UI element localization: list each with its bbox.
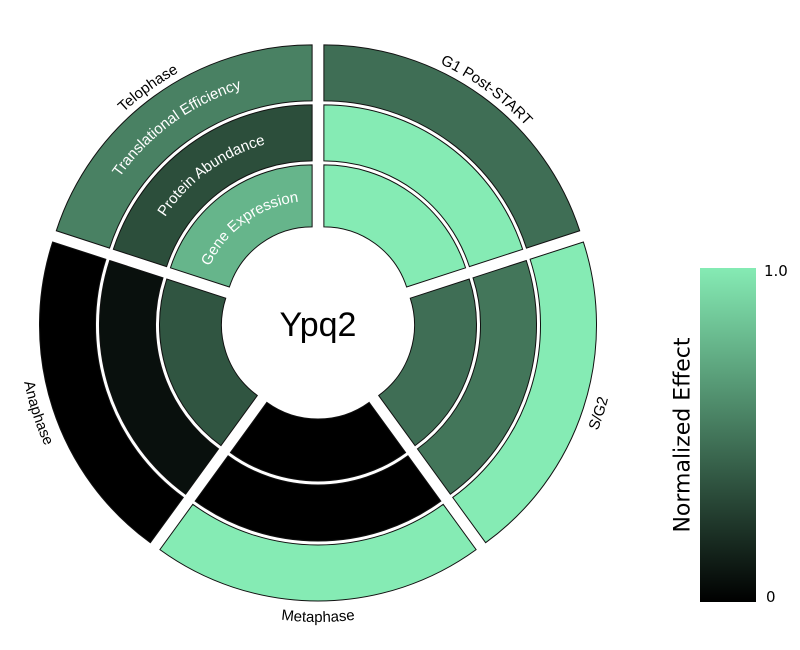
segment-s-g2-translational-efficiency (452, 241, 597, 544)
segment-metaphase-gene-expression (229, 401, 407, 482)
segment-metaphase-translational-efficiency (159, 503, 477, 602)
colorbar-max-label: 1.0 (764, 262, 788, 280)
phase-label: Metaphase (281, 607, 356, 626)
segment-telophase-protein-abundance (112, 104, 313, 268)
segment-anaphase-translational-efficiency (39, 241, 184, 544)
colorbar-min-label: 0 (766, 588, 776, 606)
segment-telophase-gene-expression (169, 164, 313, 288)
segment-metaphase-protein-abundance (194, 455, 442, 542)
center-title: Ypq2 (280, 306, 357, 344)
colorbar (700, 268, 756, 602)
colorbar-title: Normalized Effect (670, 337, 696, 533)
segment-s-g2-protein-abundance (416, 259, 537, 495)
segment-anaphase-gene-expression (159, 278, 259, 447)
segment-g1-post-start-protein-abundance (323, 104, 524, 268)
segment-telophase-translational-efficiency (55, 44, 313, 249)
segment-g1-post-start-gene-expression (323, 164, 467, 288)
phase-label: S/G2 (585, 395, 612, 432)
segment-anaphase-protein-abundance (99, 259, 220, 495)
segment-s-g2-gene-expression (377, 278, 477, 447)
segment-g1-post-start-translational-efficiency (323, 44, 581, 249)
